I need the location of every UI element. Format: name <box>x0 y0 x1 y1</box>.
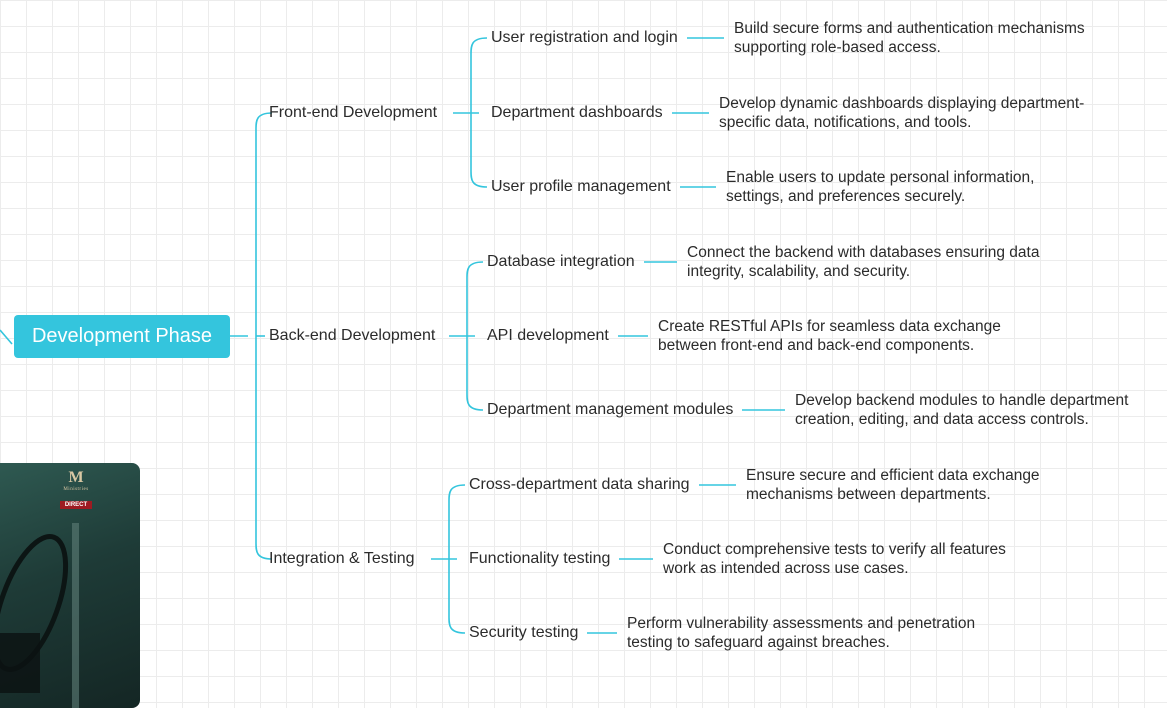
detail-node[interactable]: Perform vulnerability assessments and pe… <box>627 615 976 651</box>
detail-node[interactable]: Connect the backend with databases ensur… <box>687 244 1040 280</box>
child-node[interactable]: User registration and login <box>491 29 678 46</box>
branch-node[interactable]: Front-end Development <box>269 104 438 121</box>
detail-node[interactable]: Develop dynamic dashboards displaying de… <box>719 95 1085 131</box>
root-node[interactable]: Development Phase <box>14 315 230 358</box>
detail-node[interactable]: Conduct comprehensive tests to verify al… <box>663 541 1006 577</box>
root-incoming-connector <box>0 329 13 345</box>
child-node[interactable]: Security testing <box>469 624 579 641</box>
root-label: Development Phase <box>31 325 213 347</box>
child-node[interactable]: User profile management <box>491 178 671 195</box>
child-node[interactable]: Department dashboards <box>491 104 663 121</box>
detail-node[interactable]: Enable users to update personal informat… <box>726 169 1035 205</box>
detail-node[interactable]: Ensure secure and efficient data exchang… <box>746 467 1040 503</box>
video-thumbnail[interactable]: M Ministries DIRECT <box>0 463 140 708</box>
detail-node[interactable]: Create RESTful APIs for seamless data ex… <box>658 318 1001 354</box>
child-bracket-connector <box>466 261 484 411</box>
ministries-logo: M Ministries DIRECT <box>52 469 100 521</box>
child-node[interactable]: Database integration <box>487 253 635 270</box>
child-bracket-connector <box>448 484 466 634</box>
logo-badge: DIRECT <box>59 501 93 509</box>
logo-monogram: M <box>68 469 84 486</box>
branch-node[interactable]: Back-end Development <box>269 327 436 344</box>
microphone-icon <box>0 523 79 708</box>
child-bracket-connector <box>470 37 488 188</box>
child-node[interactable]: Department management modules <box>487 401 734 418</box>
branch-node[interactable]: Integration & Testing <box>269 550 415 567</box>
child-node[interactable]: Functionality testing <box>469 550 611 567</box>
detail-node[interactable]: Build secure forms and authentication me… <box>734 20 1085 56</box>
child-node[interactable]: API development <box>487 327 609 344</box>
logo-brand: Ministries <box>63 487 89 492</box>
detail-node[interactable]: Develop backend modules to handle depart… <box>795 392 1129 428</box>
child-node[interactable]: Cross-department data sharing <box>469 476 690 493</box>
